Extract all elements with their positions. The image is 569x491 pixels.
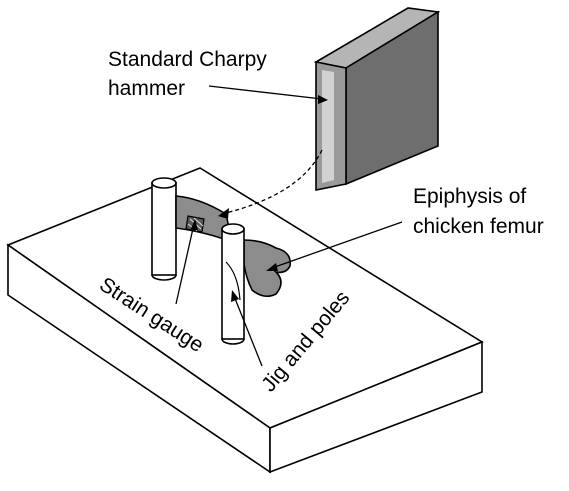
epiphysis-leader-head: [266, 263, 278, 271]
label-epiphysis-line1: Epiphysis of: [413, 185, 526, 208]
base-block-right-face: [269, 340, 483, 474]
label-hammer-line2: hammer: [108, 77, 185, 100]
swing-path-arrowhead: [218, 208, 229, 219]
right-pole: [221, 223, 245, 345]
hammer-highlight: [322, 70, 334, 183]
jig-leader-head: [231, 290, 239, 302]
swing-path-arrow: [221, 149, 323, 215]
epiphysis-leader: [271, 221, 403, 269]
jig-leader: [233, 295, 263, 367]
label-epiphysis-line2: chicken femur: [413, 215, 544, 238]
charpy-hammer: [313, 7, 441, 191]
strain-gauge-leader: [175, 223, 195, 305]
left-pole: [151, 177, 177, 281]
hammer-leader-head: [318, 95, 328, 104]
strain-gauge-leader-head: [190, 219, 198, 231]
hammer-leader: [208, 85, 323, 100]
bone-epiphysis: [243, 239, 292, 298]
label-hammer-line1: Standard Charpy: [108, 48, 267, 71]
base-block: [6, 167, 484, 474]
bone-specimen: [175, 195, 292, 298]
